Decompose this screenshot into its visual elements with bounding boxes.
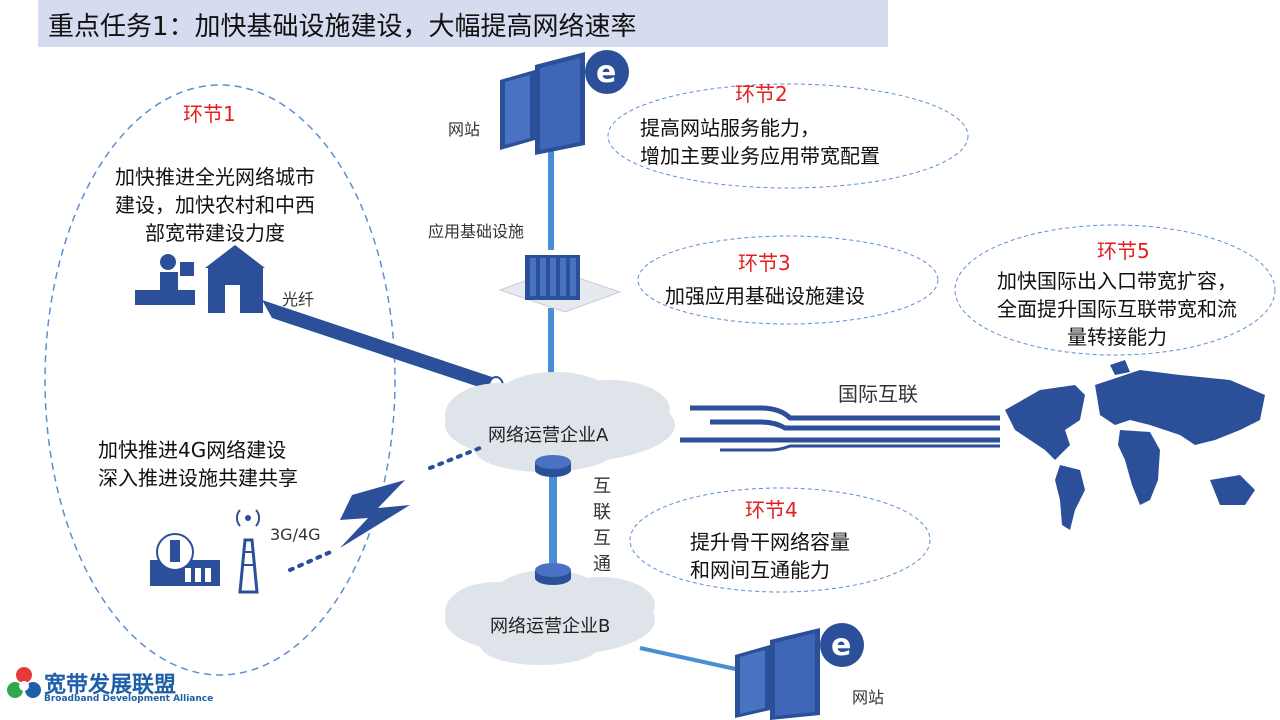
intl-label: 国际互联 xyxy=(838,382,918,406)
svg-text:e: e xyxy=(831,628,851,663)
app-infra-rack-icon xyxy=(498,255,622,313)
mobile-station-icon xyxy=(150,509,260,594)
wireless-link-lower xyxy=(288,548,337,572)
fiber-label: 光纤 xyxy=(282,290,315,309)
link-website-infra xyxy=(548,150,554,250)
router-a-icon xyxy=(535,455,571,477)
interconnect-char1: 互 xyxy=(593,476,611,497)
title-bar: 重点任务1：加快基础设施建设，大幅提高网络速率 xyxy=(38,0,888,47)
alliance-logo-subtitle: Broadband Development Alliance xyxy=(44,694,214,704)
website-server-top-icon: e xyxy=(500,50,629,155)
step2-label: 环节2 xyxy=(735,82,788,106)
link-infra-operatorA xyxy=(548,308,554,400)
step5-desc-line1: 加快国际出入口带宽扩容， xyxy=(997,269,1237,293)
step3-desc-line1: 加强应用基础设施建设 xyxy=(665,284,865,308)
operator-a-label: 网络运营企业A xyxy=(488,425,609,446)
step2-desc-line2: 增加主要业务应用带宽配置 xyxy=(640,144,880,168)
step5-desc-line3: 量转接能力 xyxy=(1067,325,1167,349)
alliance-logo-name: 宽带发展联盟 xyxy=(44,673,177,698)
mobile-desc-line2: 深入推进设施共建共享 xyxy=(98,466,298,490)
world-map-icon xyxy=(1005,360,1265,530)
svg-text:e: e xyxy=(596,55,616,90)
step1-desc-line3: 部宽带建设力度 xyxy=(145,221,285,245)
home-user-icon xyxy=(135,245,265,313)
router-b-icon xyxy=(535,563,571,585)
wireless-link-upper xyxy=(428,446,482,470)
step2-desc-line1: 提高网站服务能力， xyxy=(640,116,820,140)
step1-desc-line1: 加快推进全光网络城市 xyxy=(115,165,315,189)
step1-boundary xyxy=(44,84,396,676)
step5-desc-line2: 全面提升国际互联带宽和流 xyxy=(997,297,1237,321)
link-interconnect xyxy=(549,475,557,575)
mobile-desc-line1: 加快推进4G网络建设 xyxy=(98,438,287,462)
operator-b-label: 网络运营企业B xyxy=(490,616,611,637)
intl-link-lines xyxy=(680,405,1000,452)
step4-desc-line1: 提升骨干网络容量 xyxy=(690,530,850,554)
app-infra-label: 应用基础设施 xyxy=(428,222,525,241)
step1-label: 环节1 xyxy=(183,102,236,126)
alliance-logo-icon xyxy=(7,667,41,698)
mobile-tag: 3G/4G xyxy=(270,525,321,544)
step4-bubble xyxy=(629,487,931,593)
step5-bubble xyxy=(954,224,1276,356)
interconnect-char3: 互 xyxy=(593,528,611,549)
website-server-bottom-icon: e xyxy=(735,623,864,720)
link-operatorB-website xyxy=(639,646,741,672)
wireless-bolt-icon xyxy=(340,480,410,548)
fiber-cable xyxy=(262,300,500,394)
website-bottom-label: 网站 xyxy=(852,688,885,707)
step3-bubble xyxy=(637,235,939,325)
operator-a-cloud xyxy=(445,372,675,472)
step1-desc-line2: 建设，加快农村和中西 xyxy=(115,193,315,217)
interconnect-char4: 通 xyxy=(593,554,611,575)
website-top-label: 网站 xyxy=(448,120,481,139)
step5-label: 环节5 xyxy=(1097,239,1150,263)
step3-label: 环节3 xyxy=(738,251,791,275)
step4-desc-line2: 和网间互通能力 xyxy=(690,558,830,582)
step4-label: 环节4 xyxy=(745,498,798,522)
operator-b-cloud xyxy=(445,570,655,665)
page-title: 重点任务1：加快基础设施建设，大幅提高网络速率 xyxy=(48,12,637,42)
step2-bubble xyxy=(607,83,969,189)
interconnect-char2: 联 xyxy=(593,502,611,523)
